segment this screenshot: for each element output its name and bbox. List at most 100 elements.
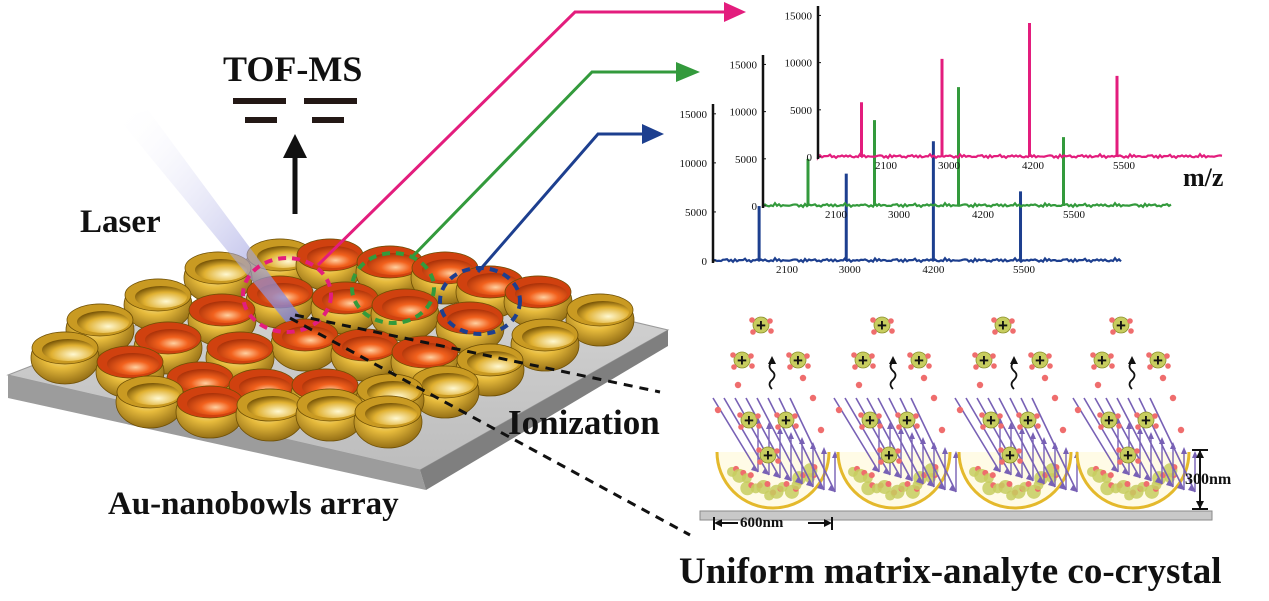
- ion-cluster: +: [1146, 351, 1171, 370]
- period-dimension-label: 600nm: [740, 515, 784, 531]
- analyte-adduct: [757, 459, 763, 465]
- desorption-arrowhead: [1010, 356, 1018, 364]
- nanobowl-cavity: [177, 369, 229, 391]
- nanobowl: [115, 375, 185, 429]
- y-tick-label: 5000: [735, 154, 758, 166]
- ion-body: [975, 351, 993, 369]
- plus-sign: +: [737, 351, 747, 370]
- reflected-ray-arrowhead: [1181, 447, 1187, 454]
- depth-dimension-arrowhead: [1196, 501, 1204, 509]
- nanobowl-cavity: [342, 336, 394, 358]
- free-analyte-dot: [938, 426, 946, 434]
- analyte-adduct: [990, 353, 996, 359]
- free-analyte-dot: [1074, 406, 1082, 414]
- plus-sign: +: [1005, 446, 1015, 465]
- reflected-ray-arrowhead: [953, 451, 959, 458]
- analyte-adduct: [907, 352, 913, 358]
- reflected-ray-arrowhead: [1019, 427, 1025, 434]
- analyte-adduct: [1010, 328, 1016, 334]
- connector-green: [411, 62, 700, 258]
- ion-cluster: +: [1097, 411, 1122, 430]
- laser-ray-arrowhead: [949, 485, 956, 492]
- plus-sign: +: [756, 316, 766, 335]
- nanobowl-cavity: [367, 253, 419, 275]
- laser-ray-arrowhead: [795, 477, 802, 484]
- analyte-adduct: [1110, 329, 1116, 335]
- ion-cluster: +: [991, 316, 1016, 335]
- nanobowl-cavity: [522, 326, 574, 348]
- ion-body: [1001, 446, 1019, 464]
- analyte-adduct: [926, 363, 932, 369]
- analyte-adduct: [1116, 423, 1122, 429]
- plus-sign: +: [986, 411, 996, 430]
- analyte-adduct: [1134, 448, 1140, 454]
- analyte-adduct: [859, 424, 865, 430]
- ion-body: [982, 411, 1000, 429]
- analyte-adduct: [768, 328, 774, 334]
- plus-sign: +: [902, 411, 912, 430]
- plus-sign: +: [998, 316, 1008, 335]
- analyte-adduct: [889, 328, 895, 334]
- analyte-adduct: [1108, 353, 1114, 359]
- analyte-dot: [885, 480, 892, 487]
- laser-label: Laser: [80, 204, 161, 240]
- desorption-squiggle: [1010, 361, 1018, 390]
- laser-ray-arrowhead: [883, 468, 890, 475]
- analyte-adduct: [870, 363, 876, 369]
- nanobowl-cavity: [187, 393, 239, 415]
- ion-cluster: +: [774, 411, 799, 430]
- ion-body: [752, 316, 770, 334]
- zoom-lines: [289, 313, 691, 537]
- analyte-adduct: [914, 423, 920, 429]
- analyte-adduct: [896, 424, 902, 430]
- plus-sign: +: [979, 351, 989, 370]
- bowl-section-2: ++++++: [954, 316, 1080, 510]
- ion-body: [1019, 411, 1037, 429]
- depth-dimension-label: 300nm: [1185, 471, 1232, 488]
- y-tick-label: 10000: [680, 158, 708, 170]
- laser-ray: [734, 397, 781, 479]
- analyte-adduct: [804, 353, 810, 359]
- analyte-adduct: [1117, 459, 1123, 465]
- y-tick-label: 10000: [785, 58, 813, 70]
- ion-body: [1112, 316, 1130, 334]
- laser-ray-arrowhead: [817, 483, 824, 490]
- plus-sign: +: [1141, 411, 1151, 430]
- nanobowl-cavity: [247, 396, 299, 418]
- laser-ray-arrowhead: [1015, 471, 1022, 478]
- laser-ray-arrowhead: [773, 471, 780, 478]
- analyte-adduct: [1164, 353, 1170, 359]
- ionization-schematic: ++++++++++++++++++++++++: [699, 316, 1213, 530]
- analyte-adduct: [731, 364, 737, 370]
- ion-body: [777, 411, 795, 429]
- analyte-adduct: [896, 458, 902, 464]
- bowl-section-1: ++++++: [833, 316, 959, 510]
- desorption-arrowhead: [768, 356, 776, 364]
- nanobowl-cavity: [402, 343, 454, 365]
- ion-body: [1119, 446, 1137, 464]
- free-analyte-dot: [1159, 374, 1167, 382]
- x-tick-label: 2100: [875, 160, 898, 172]
- analyte-adduct: [877, 447, 883, 453]
- laser-ray: [1094, 397, 1141, 479]
- reflected-ray-arrowhead: [909, 432, 915, 439]
- tof-ms-detector-icon: [233, 98, 357, 123]
- laser-ray-arrowhead: [1004, 468, 1011, 475]
- analyte-adduct: [851, 352, 857, 358]
- free-analyte-dot: [1177, 426, 1185, 434]
- laser-ray: [976, 397, 1023, 479]
- ion-body: [1137, 411, 1155, 429]
- laser-ray-arrowhead: [1166, 480, 1173, 487]
- analyte-adduct: [767, 318, 773, 324]
- ion-cluster: +: [895, 411, 920, 430]
- plus-sign: +: [1097, 351, 1107, 370]
- analyte-adduct: [1165, 363, 1171, 369]
- reflected-ray-arrowhead: [788, 432, 794, 439]
- laser-ray-arrowhead: [1026, 474, 1033, 481]
- spectrum-baseline: [761, 201, 1172, 209]
- plus-sign: +: [914, 351, 924, 370]
- analyte-adduct: [991, 363, 997, 369]
- x-tick-label: 5500: [1013, 264, 1036, 276]
- ion-cluster: +: [1016, 411, 1041, 430]
